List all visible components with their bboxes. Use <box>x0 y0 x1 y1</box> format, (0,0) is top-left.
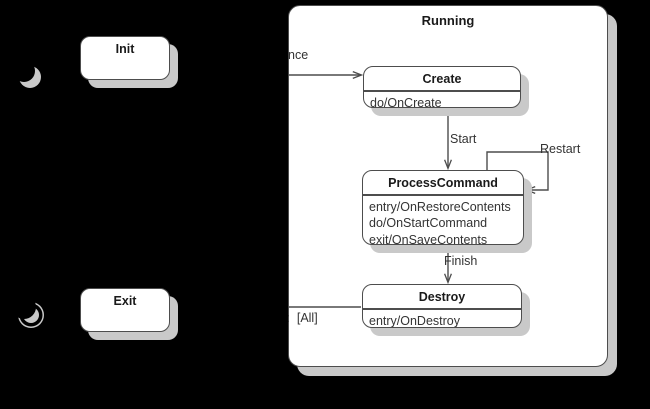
exit-node-label: Exit <box>113 294 137 308</box>
final-state-marker <box>16 300 46 330</box>
create-state-title: Create <box>422 72 462 86</box>
create-state-divider <box>364 90 520 92</box>
process-command-state-actions: entry/OnRestoreContents do/OnStartCommand… <box>363 196 523 245</box>
create-state-actions: do/OnCreate <box>370 95 442 108</box>
destroy-state[interactable]: Destroy entry/OnDestroy <box>362 284 522 328</box>
transition-label-to-create: nce <box>288 48 309 62</box>
transition-label-restart: Restart <box>540 142 581 156</box>
process-command-state[interactable]: ProcessCommand entry/OnRestoreContents do… <box>362 170 524 245</box>
create-state[interactable]: Create do/OnCreate <box>363 66 521 108</box>
init-node[interactable]: Init <box>80 36 170 80</box>
running-state-title: Running <box>421 13 475 28</box>
action-entry: entry/OnRestoreContents <box>369 199 511 214</box>
transition-label-start: Start <box>450 132 477 146</box>
transition-label-finish: Finish <box>444 254 478 268</box>
process-command-state-divider <box>363 194 523 196</box>
destroy-state-title: Destroy <box>418 290 466 304</box>
exit-node[interactable]: Exit <box>80 288 170 332</box>
action-do: do/OnStartCommand <box>369 216 488 231</box>
action-exit: exit/OnSaveContents <box>369 232 488 245</box>
destroy-state-actions: entry/OnDestroy <box>369 313 461 328</box>
initial-state-marker <box>14 60 48 94</box>
process-command-state-title: ProcessCommand <box>388 176 498 190</box>
destroy-state-divider <box>363 308 521 310</box>
init-node-label: Init <box>115 42 135 56</box>
